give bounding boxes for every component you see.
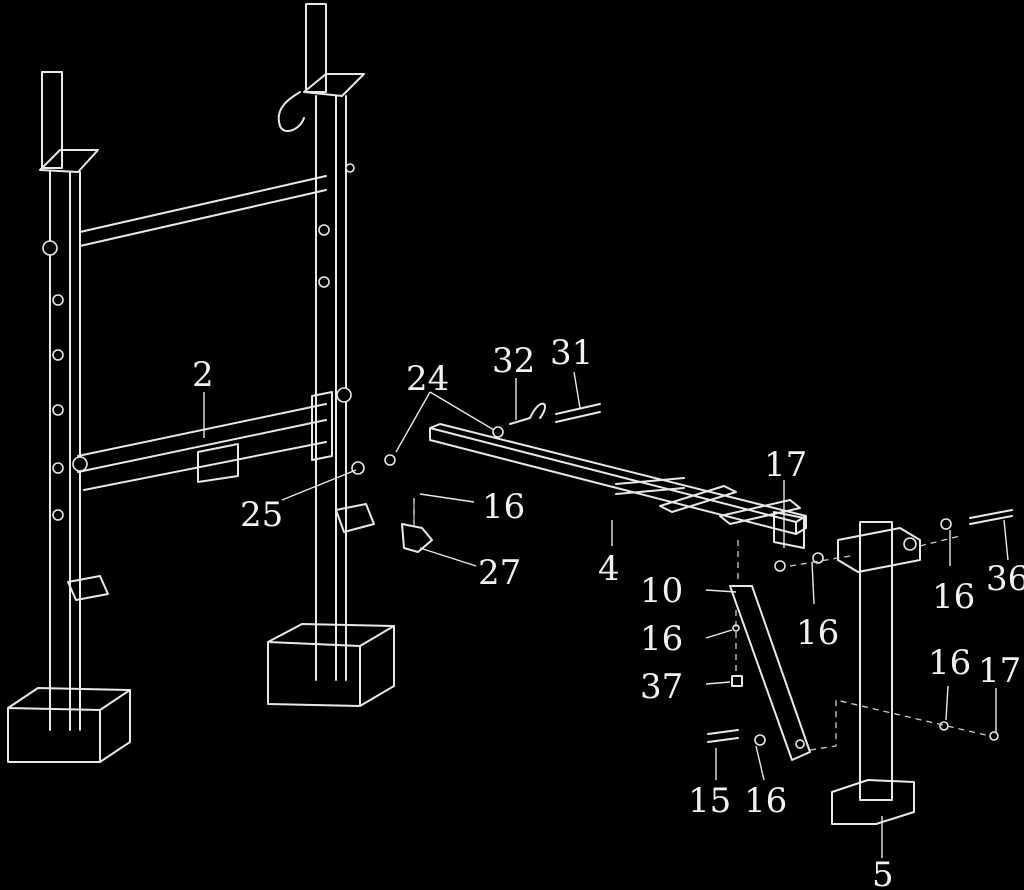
callout-15: 15 bbox=[688, 781, 731, 821]
leader-lines bbox=[203, 371, 1009, 858]
callout-labels: 2 24 32 31 25 16 27 4 17 10 16 37 16 16 … bbox=[192, 333, 1024, 890]
callout-2: 2 bbox=[192, 355, 214, 395]
callout-16-right: 16 bbox=[796, 613, 839, 653]
callout-16-bottom: 16 bbox=[744, 781, 787, 821]
callout-16-far: 16 bbox=[932, 577, 975, 617]
callout-10: 10 bbox=[640, 571, 683, 611]
callout-17-top: 17 bbox=[764, 445, 807, 485]
callout-16-center: 16 bbox=[482, 487, 525, 527]
support-leg bbox=[729, 585, 811, 761]
callout-5: 5 bbox=[872, 855, 894, 890]
callout-24: 24 bbox=[406, 359, 449, 399]
front-upright bbox=[831, 521, 921, 825]
assembly-guides bbox=[413, 498, 991, 751]
callout-27: 27 bbox=[478, 553, 521, 593]
crossbars bbox=[77, 175, 333, 491]
main-beam bbox=[429, 423, 807, 549]
callout-36: 36 bbox=[986, 559, 1024, 599]
right-upright bbox=[267, 3, 395, 707]
left-upright bbox=[7, 71, 131, 763]
callout-25: 25 bbox=[240, 495, 283, 535]
callout-37: 37 bbox=[640, 667, 683, 707]
callout-4: 4 bbox=[598, 549, 620, 589]
callout-32: 32 bbox=[492, 341, 535, 381]
callout-17-lower: 17 bbox=[978, 651, 1021, 691]
callout-31: 31 bbox=[550, 333, 593, 373]
callout-16-leg: 16 bbox=[640, 619, 683, 659]
callout-16-lower: 16 bbox=[928, 643, 971, 683]
